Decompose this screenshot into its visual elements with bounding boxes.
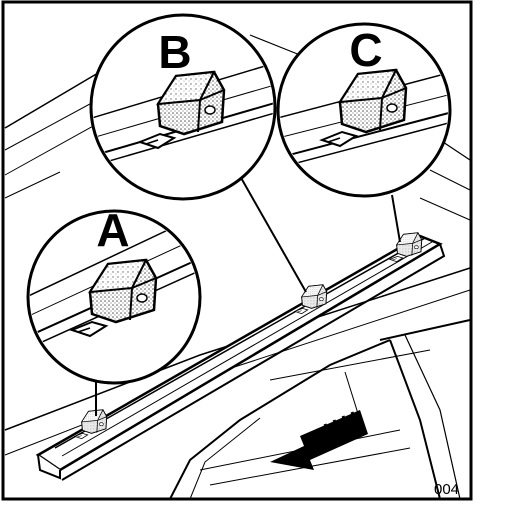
callout-circle-b: B bbox=[89, 13, 277, 201]
arrow-left-down-icon bbox=[270, 410, 368, 470]
callout-label-a: A bbox=[96, 204, 129, 256]
callout-circle-c: C bbox=[276, 22, 452, 198]
callout-label-b: B bbox=[158, 26, 191, 78]
callout-circle-a: A bbox=[26, 204, 202, 385]
figure-code: 004 bbox=[434, 481, 459, 498]
roof-rail bbox=[35, 234, 446, 481]
callout-label-c: C bbox=[349, 24, 382, 76]
